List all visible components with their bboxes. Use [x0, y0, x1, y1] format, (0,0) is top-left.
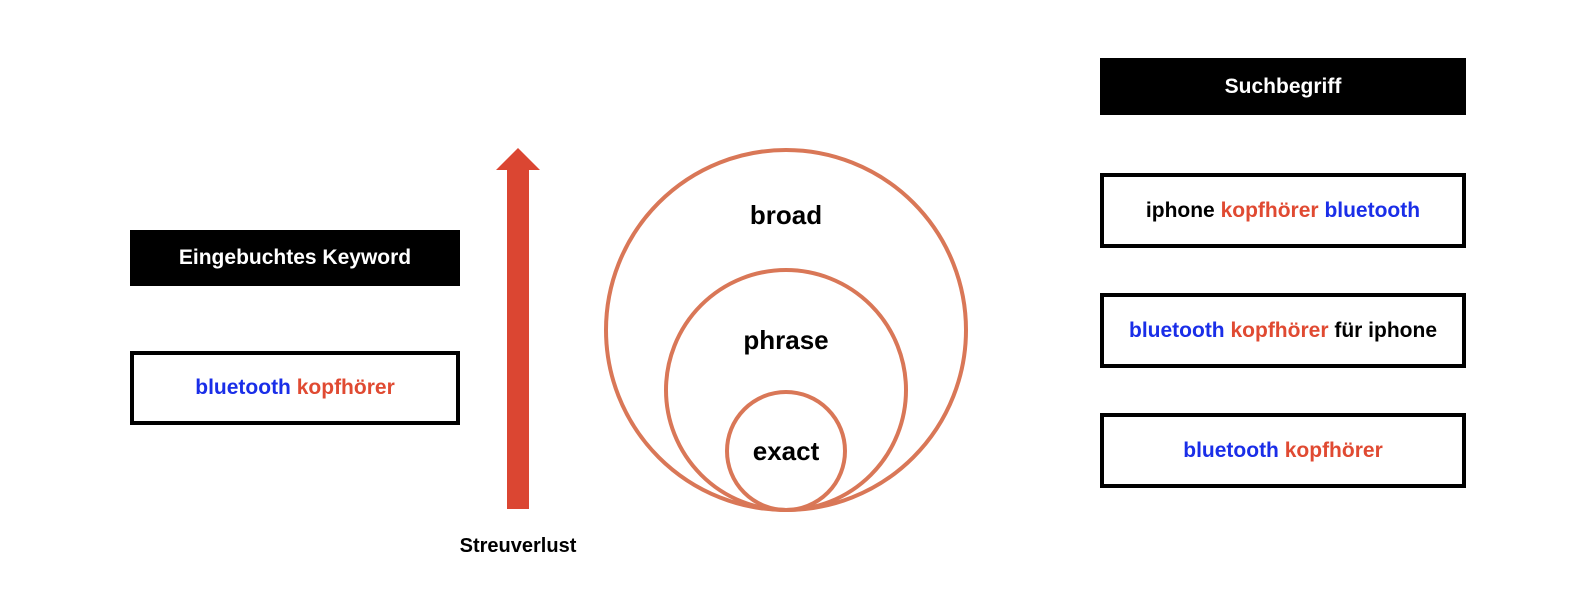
broad-match-label: broad	[750, 200, 822, 230]
wastage-arrow	[496, 148, 540, 509]
search-term-header: Suchbegriff	[1100, 58, 1466, 115]
booked-keyword-box: bluetooth kopfhörer	[130, 351, 460, 425]
wastage-arrow-head	[496, 148, 540, 170]
phrase-match-label: phrase	[743, 325, 828, 355]
wastage-arrow-shaft	[507, 166, 529, 509]
search-term-box: bluetooth kopfhörer	[1100, 413, 1466, 488]
keyword-word: für iphone	[1334, 318, 1437, 342]
search-term-box: bluetooth kopfhörer für iphone	[1100, 293, 1466, 368]
keyword-word: bluetooth	[195, 376, 291, 399]
keyword-word: kopfhörer	[1284, 438, 1383, 462]
keyword-word: kopfhörer	[296, 376, 395, 399]
exact-match-circle	[725, 390, 847, 512]
keyword-word: bluetooth	[1129, 318, 1225, 342]
phrase-match-circle	[664, 268, 908, 512]
booked-keyword-header: Eingebuchtes Keyword	[130, 230, 460, 286]
search-term-header-label: Suchbegriff	[1224, 74, 1342, 98]
broad-match-circle	[604, 148, 968, 512]
keyword-word: kopfhörer	[1230, 318, 1329, 342]
keyword-word: kopfhörer	[1220, 198, 1319, 222]
exact-match-label: exact	[753, 436, 820, 466]
wastage-label: Streuverlust	[460, 535, 577, 557]
booked-keyword-header-label: Eingebuchtes Keyword	[178, 246, 412, 269]
keyword-word: bluetooth	[1324, 198, 1421, 222]
search-term-box: iphone kopfhörer bluetooth	[1100, 173, 1466, 248]
keyword-word: iphone	[1145, 198, 1215, 222]
keyword-word: bluetooth	[1183, 438, 1279, 462]
